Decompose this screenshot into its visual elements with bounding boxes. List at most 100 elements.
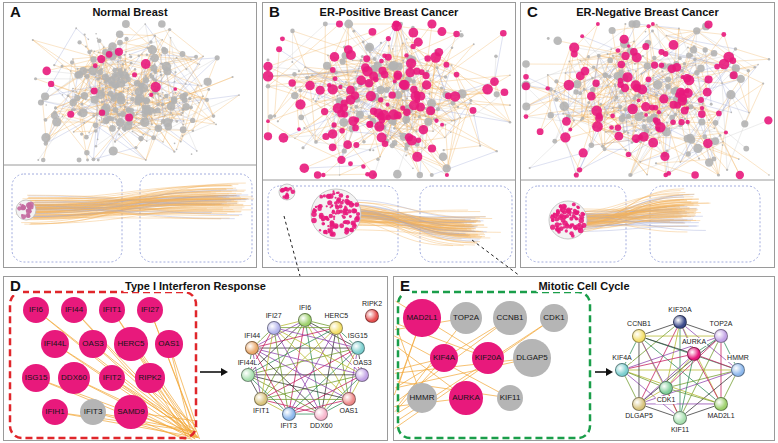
network-edge [426,24,432,75]
network-node [84,135,89,140]
network-node [85,45,87,47]
network-edge [349,24,377,70]
network-node [128,87,130,89]
network-node [151,45,153,47]
network-edge [97,38,103,47]
network-node [205,98,209,102]
network-edge [86,46,100,66]
network-node [106,99,108,101]
network-edge [432,151,497,175]
network-node [376,158,379,161]
network-edge [143,95,239,135]
network-node [72,90,74,92]
network-node [134,146,137,149]
network-edge [33,40,91,88]
network-edge [356,107,407,145]
network-node [179,93,186,100]
network-node [341,111,348,118]
network-node [93,122,99,128]
network-node [180,114,182,116]
network-edge [169,38,171,64]
network-node [393,170,402,179]
network-edge [357,107,393,120]
network-node [83,33,85,35]
network-edge [344,108,415,151]
network-node [444,75,448,79]
network-node [426,106,435,115]
network-node [424,146,426,148]
network-node [132,130,134,132]
network-node [120,82,122,84]
network-node [145,159,147,161]
network-node [164,94,169,99]
network-node [97,159,100,162]
network-node [140,118,149,127]
network-edge [283,114,341,138]
network-edge [445,125,448,168]
network-node [161,103,164,106]
network-edge [38,114,70,160]
network-node [167,102,176,111]
network-node [291,92,298,99]
network-node [273,114,276,117]
network-edge [438,65,452,109]
network-node [102,117,109,124]
network-node [424,118,432,126]
network-node [117,113,121,117]
network-edge [74,69,135,110]
network-edge [113,46,144,88]
network-edge [132,131,146,141]
network-node [365,43,374,52]
network-node [157,103,160,106]
network-node [159,71,161,73]
network-edge [268,70,376,86]
network-edge [94,30,169,52]
network-node [415,131,417,133]
network-node [160,73,163,76]
network-node [91,88,98,95]
network-node [62,94,64,96]
network-node [70,99,77,106]
network-node [454,120,456,122]
network-node [388,45,390,47]
network-node [201,85,203,87]
network-node [176,120,179,123]
network-node [57,89,59,91]
network-node [292,72,297,77]
network-node [130,97,135,102]
network-edge [325,111,374,112]
network-node [451,47,454,50]
network-edge [444,146,480,150]
network-node [148,94,150,96]
network-node [430,173,434,177]
network-node [203,78,211,86]
network-node [72,88,74,90]
network-node [238,94,240,96]
network-node [436,66,439,69]
network-node [339,118,348,127]
network-node [397,90,399,92]
network-node [232,76,234,78]
network-node [72,58,74,60]
network-node [402,42,404,44]
network-node [443,149,445,151]
network-node [196,150,198,152]
network-node [267,58,270,61]
network-node [98,87,100,89]
network-node [404,121,407,124]
network-edge [134,98,140,124]
network-node [182,103,189,110]
network-node [406,98,408,100]
network-node [207,88,210,91]
network-node [92,114,95,117]
network-node [73,131,75,133]
network-node [199,63,201,65]
network-edge [42,71,88,101]
network-node [160,63,162,65]
network-node [154,79,157,82]
network-edge [376,24,397,64]
network-node [416,138,421,143]
network-node [386,36,391,41]
network-node [97,55,105,63]
network-hairball [32,20,240,162]
